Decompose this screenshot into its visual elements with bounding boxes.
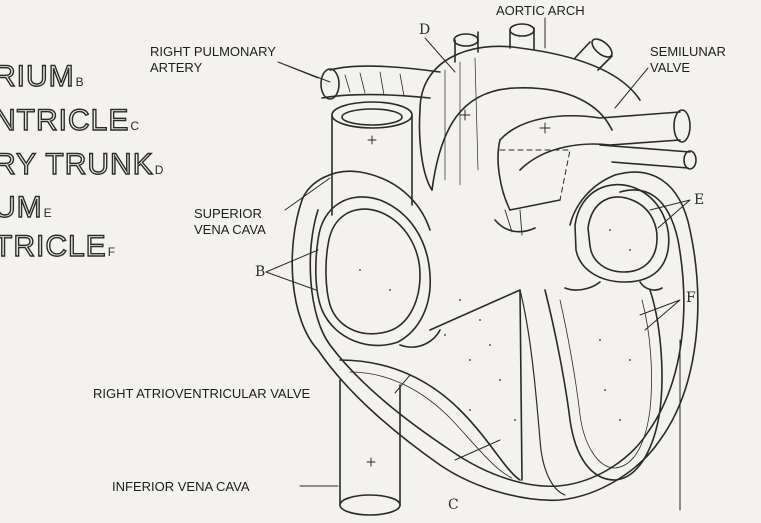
key-item-f: TRICLEF: [0, 232, 116, 267]
letter-f: F: [686, 290, 696, 306]
right-atrium-shape: [316, 197, 430, 345]
semilunar-valve-label-line2: VALVE: [650, 60, 690, 75]
key-item-c: NTRICLEC: [0, 106, 140, 141]
key-item-e: UME: [0, 193, 53, 228]
letter-e: E: [694, 192, 704, 208]
key-item-d: RY TRUNKD: [0, 150, 164, 185]
left-ventricle-shape: [520, 282, 662, 495]
inferior-vena-cava-label: INFERIOR VENA CAVA: [112, 479, 250, 494]
semilunar-valve-label-line1: SEMILUNAR: [650, 44, 726, 59]
key-item-b: RIUMB: [0, 62, 85, 97]
aortic-arch-label: AORTIC ARCH: [496, 3, 585, 18]
superior-vena-cava-label-line1: SUPERIOR: [194, 206, 262, 221]
right-av-valve-label: RIGHT ATRIOVENTRICULAR VALVE: [93, 386, 310, 401]
right-pulmonary-artery-label-line1: RIGHT PULMONARY: [150, 44, 276, 59]
pointer-lines: [266, 18, 690, 510]
right-pulmonary-artery-label-line2: ARTERY: [150, 60, 202, 75]
letter-b: B: [255, 264, 265, 280]
left-atrium-shape: [575, 185, 669, 282]
letter-d: D: [419, 22, 430, 38]
aorta-shape: [420, 24, 641, 190]
pulmonary-trunk-shape: [498, 110, 696, 210]
inferior-vena-cava-shape: [340, 380, 400, 515]
letter-c: C: [448, 497, 459, 513]
semilunar-valve-shape: [495, 210, 535, 235]
superior-vena-cava-label-line2: VENA CAVA: [194, 222, 266, 237]
